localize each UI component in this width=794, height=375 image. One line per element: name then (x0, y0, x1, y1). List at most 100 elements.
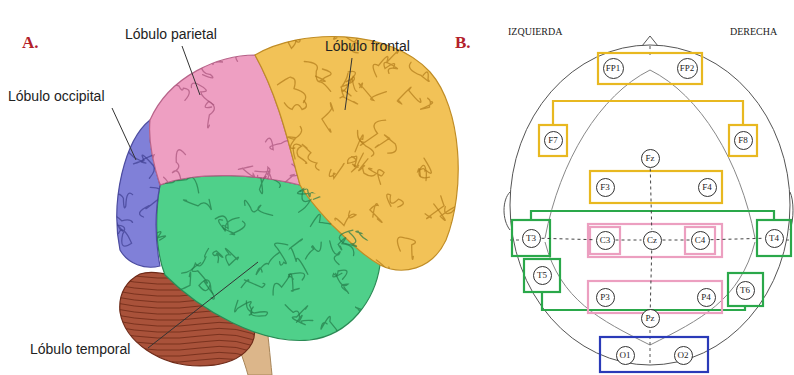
electrode: FP2 (677, 58, 698, 79)
electrode-label: T3 (526, 233, 536, 243)
group-brackets (512, 53, 791, 372)
sulcus (370, 204, 382, 223)
sulcus (145, 60, 169, 82)
sulcus (205, 101, 214, 128)
electrode: O2 (674, 346, 693, 365)
electrode: C3 (596, 231, 615, 250)
sulcus (140, 187, 163, 217)
sulcus (419, 158, 431, 178)
cerebellum-folium (110, 362, 265, 375)
electrode: FP1 (603, 58, 624, 79)
sulcus (340, 90, 358, 104)
electrode-line (663, 240, 690, 241)
electrode: F3 (596, 178, 615, 197)
electrode-label: FP1 (606, 63, 621, 73)
sulcus (351, 266, 356, 288)
sulcus (375, 135, 396, 153)
electrode-label: Fz (646, 153, 655, 163)
electrode: T5 (533, 266, 552, 285)
sulcus (310, 214, 330, 226)
electrode: Fz (641, 149, 660, 168)
head-outline (504, 36, 793, 365)
sulcus (316, 69, 331, 81)
sulcus (302, 144, 319, 170)
sulcus (322, 103, 333, 132)
sulcus (397, 237, 415, 259)
sulcus (298, 179, 322, 197)
sulcus (290, 239, 308, 274)
electrode-label: P3 (600, 292, 610, 302)
sulcus (226, 46, 247, 61)
sulcus (191, 83, 213, 105)
electrode-label: Cz (647, 235, 657, 245)
electrode-label: F7 (548, 135, 558, 145)
sulcus (163, 80, 190, 101)
sulcus (288, 274, 299, 291)
electrode-label: O2 (678, 350, 689, 360)
cerebellum-folium (110, 356, 265, 370)
sulcus (210, 54, 223, 65)
sulcus (373, 50, 399, 76)
sulcus (348, 156, 357, 167)
sulcus (409, 62, 429, 81)
electrode: F7 (544, 131, 563, 150)
sulcus (355, 307, 378, 323)
leader-lines (112, 46, 352, 348)
sulcus (183, 199, 211, 210)
sulcus (358, 120, 386, 145)
electrode-label: P4 (701, 292, 711, 302)
sulcus (261, 148, 281, 170)
electrode-line (650, 168, 651, 229)
sulcus (299, 232, 312, 265)
sulcus (260, 336, 272, 348)
side-label: IZQUIERDA (508, 26, 562, 37)
sulcus (291, 197, 310, 216)
sulcus (246, 301, 267, 316)
sulcus (260, 176, 281, 194)
sulcus (361, 179, 373, 202)
sulcus (284, 164, 300, 184)
sulcus (336, 273, 349, 293)
sulcus (145, 232, 165, 246)
electrode: Pz (641, 309, 660, 328)
sulcus (293, 144, 307, 163)
sulcus (433, 257, 450, 271)
electrode-label: T4 (769, 233, 779, 243)
sulcus (157, 52, 178, 67)
sulcus (237, 50, 259, 79)
sulcus (285, 305, 302, 323)
frontal-lobe (255, 36, 458, 270)
electrode: Cz (643, 231, 662, 250)
sulcus (256, 253, 279, 275)
sulcus (329, 164, 344, 179)
lobe-label: Lóbulo frontal (325, 38, 410, 54)
sulcus (339, 230, 356, 246)
sulcus (279, 32, 296, 49)
electrode: T6 (736, 281, 755, 300)
sulcus (278, 77, 306, 102)
sulcus (113, 193, 133, 208)
sulcus (182, 249, 209, 274)
sulcus (434, 204, 456, 221)
lobe-label: Lóbulo occipital (8, 88, 105, 104)
sulcus (374, 260, 390, 275)
sulcus (387, 194, 404, 207)
sulcus (225, 248, 238, 265)
sulcus (235, 300, 252, 315)
sulcus (298, 42, 311, 58)
sulcus (192, 263, 213, 294)
sulcus (333, 270, 347, 279)
sulcus (176, 342, 191, 360)
sulcus (341, 251, 354, 271)
sulcus (286, 26, 300, 42)
electrode: T3 (522, 229, 541, 248)
electrode-label: FP2 (680, 63, 695, 73)
electrode-line (710, 238, 763, 239)
sulcus (306, 259, 322, 268)
sulcus (267, 171, 273, 194)
electrode: T4 (765, 229, 784, 248)
sulcus (133, 155, 154, 178)
sulcus (356, 224, 370, 240)
sulcus (245, 200, 273, 215)
